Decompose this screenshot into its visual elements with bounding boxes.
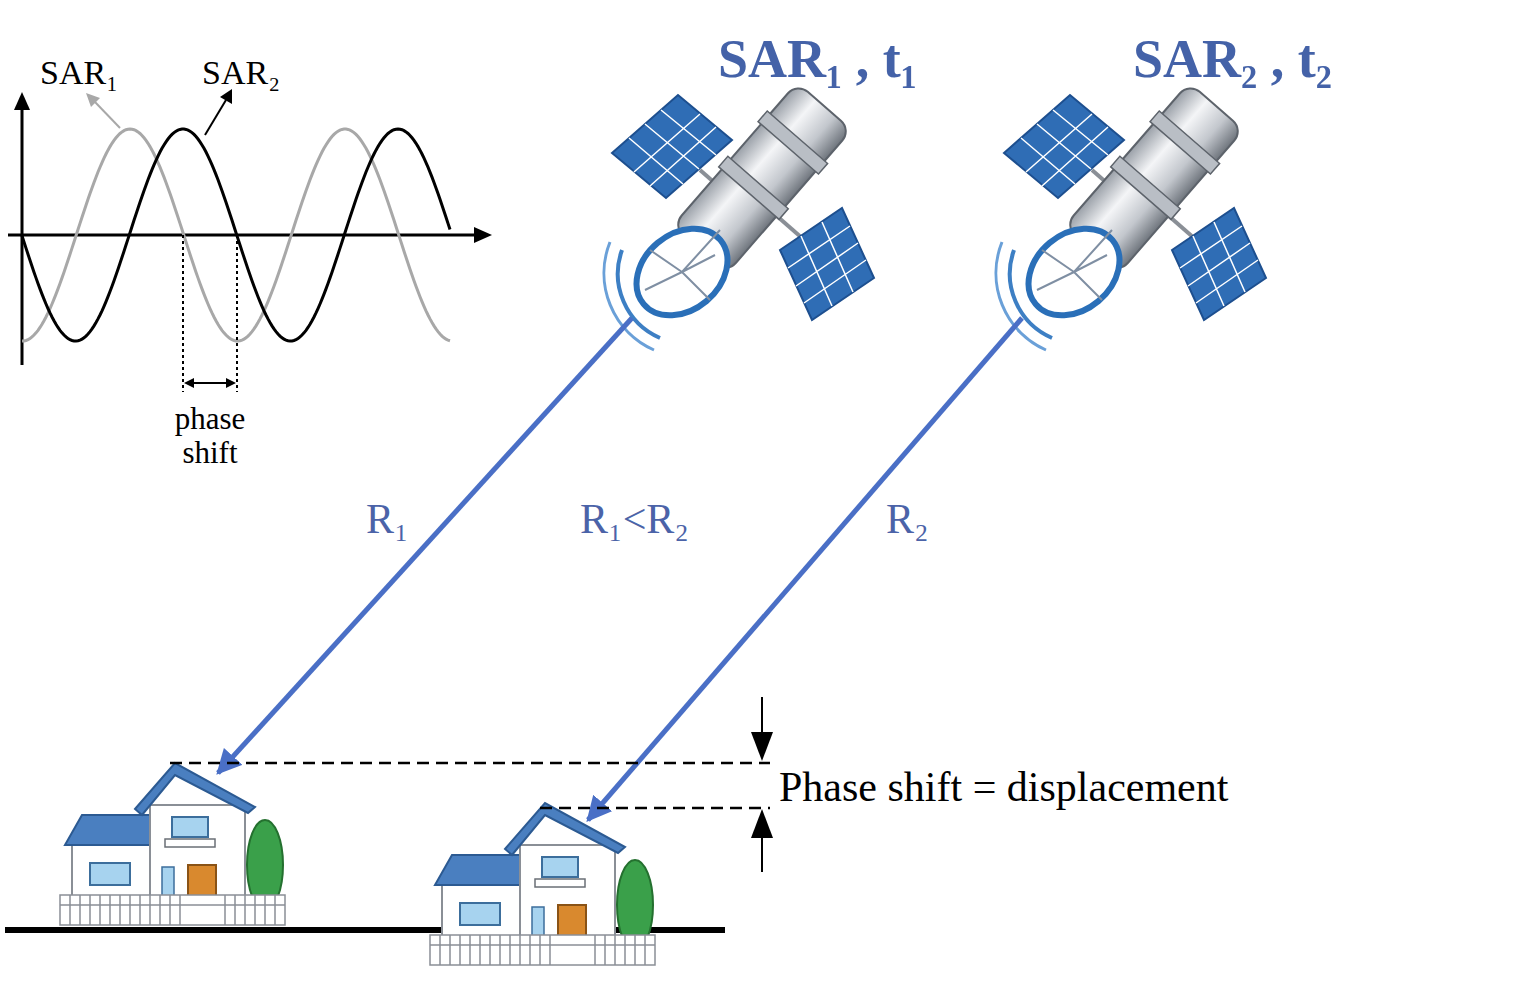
leader-line — [205, 100, 226, 135]
arrow-head — [751, 809, 773, 838]
arrow-head — [86, 93, 100, 107]
arrow-head — [226, 378, 236, 388]
displacement-note: Phase shift = displacement — [779, 766, 1228, 808]
arrow-head — [751, 732, 773, 761]
x-axis — [8, 234, 478, 237]
phase-marker — [182, 235, 184, 392]
reference-line — [170, 762, 770, 765]
range-comparison: R₁<R₂ — [580, 498, 689, 540]
axis-arrow — [14, 92, 30, 110]
axis-arrow — [474, 227, 492, 243]
satellite-heading: SAR₁ , t₁ — [718, 32, 917, 86]
satellite-heading: SAR₂ , t₂ — [1133, 32, 1332, 86]
house — [60, 763, 285, 925]
phase-marker — [236, 235, 238, 392]
satellite — [604, 80, 874, 350]
wave-label: SAR₁ — [40, 56, 118, 90]
satellite — [996, 80, 1266, 350]
satellite-node: SAR₁ , t₁ — [718, 26, 988, 98]
arrow-head — [220, 89, 232, 104]
satellite-node: SAR₂ , t₂ — [1133, 26, 1403, 98]
phase-label: phase shift — [158, 402, 262, 470]
arrow-head — [184, 378, 194, 388]
range-label: R₂ — [886, 498, 929, 540]
reference-line — [540, 807, 770, 810]
leader-line — [95, 102, 120, 128]
range-line — [218, 318, 632, 773]
range-label: R₁ — [366, 498, 409, 540]
range-line — [588, 318, 1022, 820]
house — [430, 803, 655, 965]
ground-line — [5, 927, 725, 933]
wave-label: SAR₂ — [202, 56, 280, 90]
phase-arrow — [190, 382, 230, 384]
